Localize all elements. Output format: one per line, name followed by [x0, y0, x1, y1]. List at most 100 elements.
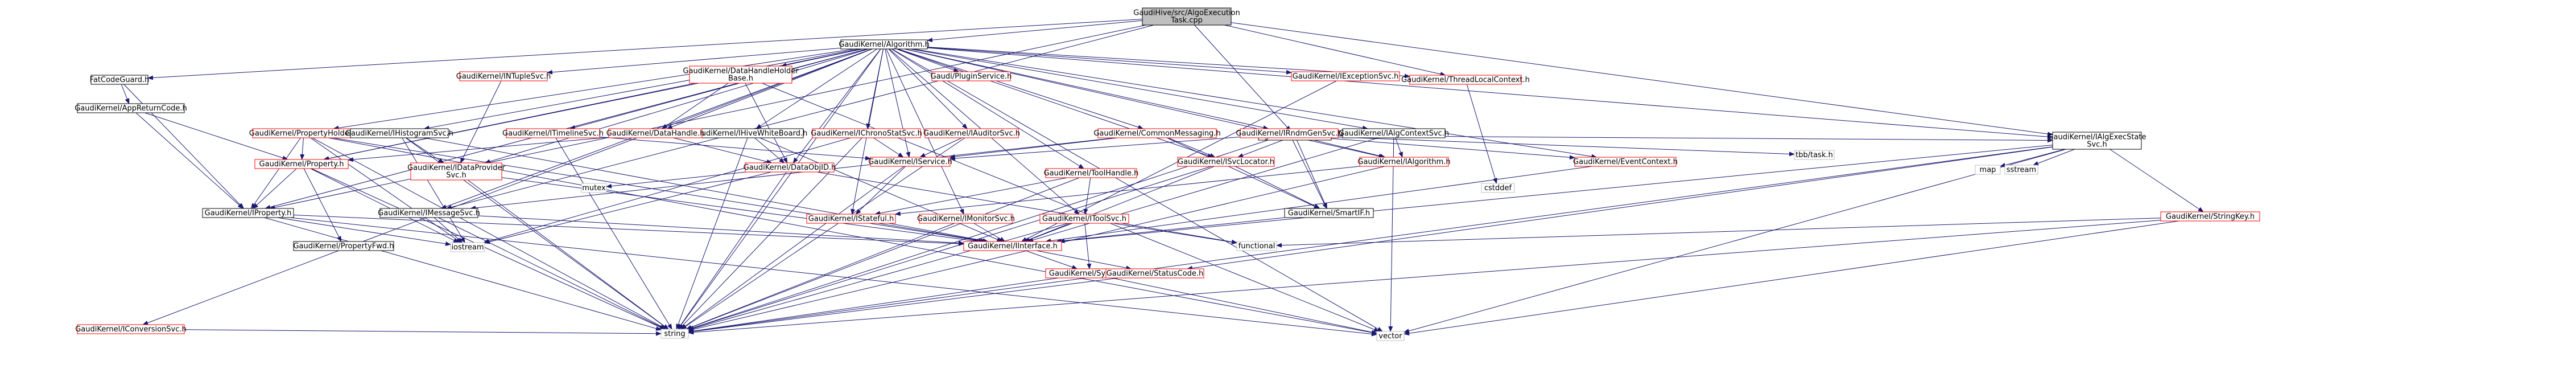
node-datahandle[interactable]: GaudiKernel/DataHandle.h [606, 128, 705, 138]
node-box [1342, 128, 1446, 138]
node-algorithm[interactable]: GaudiKernel/Algorithm.h [839, 39, 930, 50]
node-label: GaudiKernel/ITimelineSvc.h [502, 129, 604, 138]
node-propertyholder[interactable]: GaudiKernel/PropertyHolder.h [249, 128, 359, 138]
node-iconversionsvc[interactable]: GaudiKernel/IConversionSvc.h [75, 324, 187, 334]
node-imessagesvc[interactable]: GaudiKernel/IMessageSvc.h [378, 208, 480, 218]
edge-fatcodeguard-to-iproperty [123, 84, 244, 209]
node-label: GaudiKernel/Property.h [259, 160, 344, 169]
node-label: GaudiKernel/IConversionSvc.h [75, 325, 187, 334]
node-iservice[interactable]: GaudiKernel/IService.h [868, 157, 952, 167]
node-apreturncode[interactable]: GaudiKernel/AppReturnCode.h [75, 103, 187, 113]
edge-ialgexecstatesvc-to-istringkey [2109, 149, 2204, 212]
node-isvclocator[interactable]: GaudiKernel/ISvcLocator.h [1177, 157, 1275, 167]
node-iproperty[interactable]: GaudiKernel/IProperty.h [202, 208, 294, 218]
node-label: GaudiKernel/IStateful.h [808, 215, 894, 223]
edge-ichronostatsvc-to-iservice [873, 137, 904, 158]
node-box [1574, 157, 1677, 167]
edge-propertyholder-to-iinterface [332, 137, 985, 243]
node-ihivewhiteboard[interactable]: GaudiKernel/IHiveWhiteBoard.h [691, 128, 808, 138]
node-label: GaudiKernel/PropertyFwd.h [293, 242, 394, 251]
edge-iproperty-to-iinterface [293, 214, 964, 246]
node-label: GaudiKernel/IDataProvider [407, 164, 505, 173]
edge-property-to-string [311, 168, 666, 330]
node-istringkey[interactable]: GaudiKernel/StringKey.h [2160, 211, 2260, 222]
edge-isvclocator-to-ismartif [1235, 166, 1320, 209]
node-pluginservice[interactable]: Gaudi/PluginService.h [931, 71, 1012, 81]
node-label: tbb/task.h [1795, 151, 1833, 159]
node-intuplesvc[interactable]: GaudiKernel/INTupleSvc.h [456, 71, 551, 81]
edge-root-to-imessagesvc [445, 24, 1154, 210]
edge-ialgexecstatesvc-to-statuscode [1186, 146, 2053, 271]
node-statuscode[interactable]: GaudiKernel/StatusCode.h [1105, 268, 1204, 279]
node-dataobjid[interactable]: GaudiKernel/DataObjID.h [744, 162, 836, 173]
node-cstddef: cstddef [1481, 183, 1515, 193]
edge-dataobjid-to-iostream [484, 171, 771, 244]
node-itimelinesvc[interactable]: GaudiKernel/ITimelineSvc.h [502, 128, 604, 138]
node-label: GaudiKernel/EventContext.h [1573, 158, 1678, 166]
node-ichronostatsvc[interactable]: GaudiKernel/IChronoStatSvc.h [811, 128, 922, 138]
node-threadlocalcontext[interactable]: GaudiKernel/ThreadLocalContext.h [1401, 75, 1530, 85]
node-ihistogramsvc[interactable]: GaudiKernel/IHistogramSvc.h [345, 128, 453, 138]
node-ialgorithm[interactable]: GaudiKernel/IAlgorithm.h [1357, 157, 1451, 167]
node-label: GaudiKernel/DataHandleHolder [683, 67, 799, 76]
edge-algoexecutiontask-to-ialgorithm [1314, 140, 1386, 158]
node-box [202, 208, 294, 218]
edge-algorithm-to-iexceptionsvc [927, 47, 1292, 75]
edge-fatcodeguard-to-apreturncode [121, 84, 130, 104]
node-label: sstream [2007, 166, 2036, 174]
node-label: GaudiKernel/IRndmGenSvc.h [1236, 129, 1342, 138]
edge-algorithm-to-ihivewhiteboard [756, 48, 878, 129]
node-itoolsvc[interactable]: GaudiKernel/IToolSvc.h [1039, 214, 1129, 224]
node-property[interactable]: GaudiKernel/Property.h [254, 159, 349, 169]
edge-algoexecutiontask-to-ialgexecstatesvc [1331, 135, 2053, 143]
edge-algoexecutiontask-to-tbbtask [1331, 136, 1795, 157]
node-functional: functional [1236, 241, 1277, 251]
edge-isvclocator-to-string [688, 166, 1212, 330]
edge-iauditorsvc-to-iservice [919, 137, 962, 158]
node-commonmessaging[interactable]: GaudiKernel/CommonMessaging.h [1093, 128, 1221, 138]
edge-algorithm-to-iservice [885, 48, 911, 158]
edge-system-to-string [688, 277, 1059, 334]
edge-apreturncode-to-property [145, 112, 288, 161]
edge-itoolsvc-to-system [1084, 223, 1092, 269]
node-label: cstddef [1484, 184, 1512, 193]
node-box [2052, 132, 2142, 150]
node-propertyfwd[interactable]: GaudiKernel/PropertyFwd.h [293, 241, 394, 251]
node-ismartif[interactable]: GaudiKernel/SmartIF.h [1284, 208, 1374, 218]
node-box [1291, 71, 1400, 81]
node-label: Gaudi/PluginService.h [931, 72, 1012, 81]
node-ialgcontextsvc[interactable]: GaudiKernel/IAlgContextSvc.h [1339, 128, 1449, 138]
node-box [1142, 7, 1232, 26]
edge-ichronostatsvc-to-iostream [483, 137, 851, 244]
node-box [1975, 165, 2001, 175]
node-box [581, 183, 607, 193]
edge-itimelinesvc-to-string [555, 137, 672, 330]
node-box [459, 71, 548, 81]
node-irndmgensvc[interactable]: GaudiKernel/IRndmGenSvc.h [1236, 128, 1343, 138]
edge-algorithm-to-ihistogramsvc [423, 48, 860, 130]
node-ieventcontext[interactable]: GaudiKernel/EventContext.h [1573, 157, 1678, 167]
node-istateful[interactable]: GaudiKernel/IStateful.h [806, 214, 896, 224]
node-label: GaudiKernel/IAlgExecState [2047, 133, 2146, 142]
edge-irndmgensvc-to-ismartif [1291, 137, 1327, 209]
edge-ihistogramsvc-to-iostream [402, 137, 465, 243]
edge-imonitorsvc-to-iinterface [973, 223, 1006, 242]
edge-algorithm-to-propertyholder [333, 48, 854, 130]
edge-istringkey-to-functional [1276, 218, 2161, 248]
edge-algorithm-to-dataobjid [792, 48, 881, 163]
node-iexceptionsvc[interactable]: GaudiKernel/IExceptionSvc.h [1291, 71, 1400, 81]
node-label: GaudiKernel/PropertyHolder.h [249, 129, 359, 138]
node-toolhandle[interactable]: GaudiKernel/ToolHandle.h [1044, 168, 1139, 178]
edge-datahandleholderbase-to-datahandle [661, 83, 729, 129]
node-iinterface[interactable]: GaudiKernel/IInterface.h [963, 241, 1062, 251]
node-fatcodeguard[interactable]: FatCodeGuard.h [90, 75, 150, 85]
node-imonitorsvc[interactable]: GaudiKernel/IMonitorSvc.h [917, 214, 1015, 224]
node-iauditorsvc[interactable]: GaudiKernel/IAuditorSvc.h [923, 128, 1020, 138]
node-box [840, 39, 928, 50]
edge-root-to-algorithm [927, 20, 1143, 43]
edge-layer [121, 19, 2204, 337]
